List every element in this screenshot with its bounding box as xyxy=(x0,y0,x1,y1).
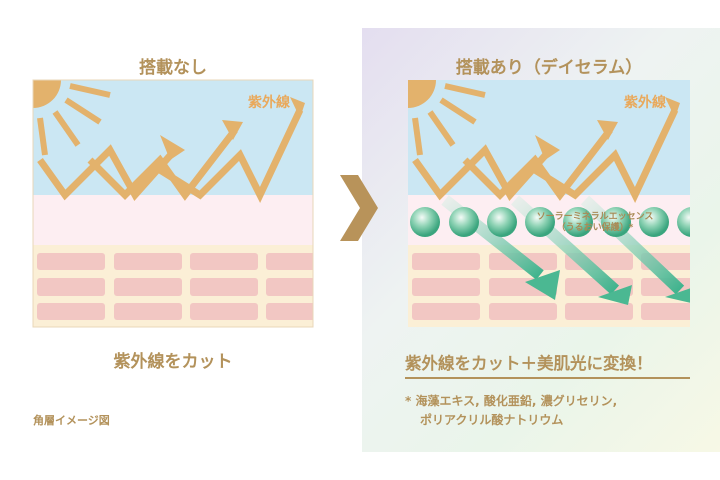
ingredients-note: * 海藻エキス, 酸化亜鉛, 濃グリセリン, ポリアクリル酸ナトリウム xyxy=(405,392,617,430)
chevron-right-icon xyxy=(340,175,378,241)
essence-label-line2: （うるおい保護）* xyxy=(556,223,634,233)
right-uv-label: 紫外線 xyxy=(624,95,666,111)
footnote: 角層イメージ図 xyxy=(33,414,110,427)
skin-diagram-left xyxy=(33,80,313,327)
skin-cells xyxy=(37,253,313,320)
skin-diagram-right xyxy=(408,80,690,327)
uv-arrows xyxy=(37,108,304,204)
note-line1: * 海藻エキス, 酸化亜鉛, 濃グリセリン, xyxy=(405,394,618,408)
right-caption: 紫外線をカット＋美肌光に変換！ xyxy=(405,354,653,373)
mineral-spheres xyxy=(410,207,690,237)
essence-label-line1: ソーラーミネラルエッセンス xyxy=(536,212,654,222)
left-uv-label: 紫外線 xyxy=(248,95,290,111)
left-caption: 紫外線をカット xyxy=(113,352,233,372)
essence-label: ソーラーミネラルエッセンス （うるおい保護）* xyxy=(520,212,670,234)
note-line2: ポリアクリル酸ナトリウム xyxy=(420,413,564,427)
sun-icon xyxy=(33,80,111,156)
sun-icon xyxy=(408,80,486,156)
left-title: 搭載なし xyxy=(139,58,207,78)
right-title: 搭載あり（デイセラム） xyxy=(455,58,643,78)
